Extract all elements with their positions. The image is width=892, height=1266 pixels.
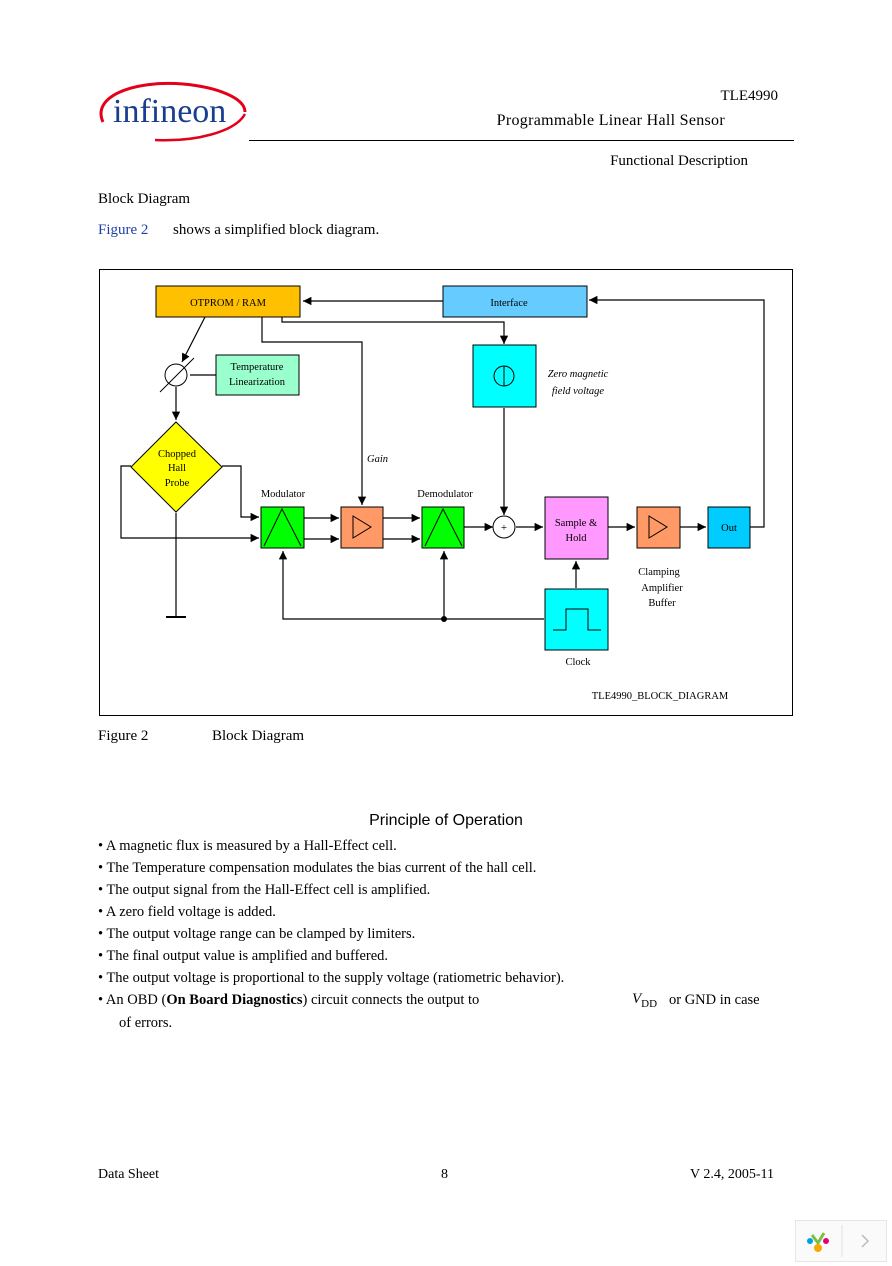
obd-post: ) circuit connects the output to bbox=[302, 992, 480, 1008]
intro-line: Figure 2 shows a simplified block diagra… bbox=[98, 222, 379, 239]
demodulator-label: Demodulator bbox=[417, 489, 473, 500]
sample-hold-block bbox=[544, 496, 609, 560]
obd-tail: or GND in case bbox=[669, 992, 760, 1008]
zero-mag-label-2: field voltage bbox=[552, 386, 605, 397]
bullet-item: • The output signal from the Hall-Effect… bbox=[98, 882, 431, 898]
figure-caption: Figure 2 Block Diagram bbox=[98, 728, 304, 745]
hall-probe-block bbox=[130, 421, 223, 513]
clock-label: Clock bbox=[565, 657, 591, 668]
clamp-label-1: Clamping bbox=[638, 567, 680, 578]
obd-pre: • An OBD ( bbox=[98, 992, 167, 1008]
clock-block bbox=[544, 588, 609, 651]
demodulator-block bbox=[421, 506, 465, 549]
sum-symbol: + bbox=[501, 522, 507, 534]
section-title: Functional Description bbox=[610, 153, 748, 169]
viewer-logo-icon bbox=[807, 1232, 829, 1252]
figure-caption-title: Block Diagram bbox=[212, 728, 305, 744]
bullet-item: • The Temperature compensation modulates… bbox=[98, 860, 537, 876]
clamp-label-3: Buffer bbox=[648, 598, 676, 609]
hall-label-2: Hall bbox=[168, 463, 186, 474]
bullet-item-obd: • An OBD (On Board Diagnostics) circuit … bbox=[98, 992, 479, 1009]
out-label: Out bbox=[721, 523, 737, 534]
obd-bold: On Board Diagnostics bbox=[166, 992, 303, 1008]
otprom-label: OTPROM / RAM bbox=[190, 298, 267, 309]
product-title: Programmable Linear Hall Sensor bbox=[496, 112, 725, 129]
viewer-nav-widget[interactable] bbox=[795, 1220, 887, 1262]
clamping-amp-block bbox=[636, 506, 681, 549]
hall-label-3: Probe bbox=[165, 478, 190, 489]
interface-label: Interface bbox=[490, 298, 528, 309]
interface-block bbox=[442, 285, 588, 318]
diagram-id-label: TLE4990_BLOCK_DIAGRAM bbox=[592, 691, 729, 702]
intro-text: shows a simplified block diagram. bbox=[173, 222, 380, 238]
bullet-item: • A zero field voltage is added. bbox=[98, 904, 276, 920]
infineon-logo: infineon bbox=[95, 78, 255, 149]
vdd-sub: DD bbox=[641, 998, 658, 1010]
bullet-item: • A magnetic flux is measured by a Hall-… bbox=[98, 838, 397, 854]
temp-lin-label-2: Linearization bbox=[229, 377, 286, 388]
gain-label: Gain bbox=[367, 454, 388, 465]
hall-label-1: Chopped bbox=[158, 449, 197, 460]
block-diagram-heading: Block Diagram bbox=[98, 191, 191, 207]
vdd-symbol: VDD bbox=[632, 991, 657, 1010]
bullet-item: • The output voltage range can be clampe… bbox=[98, 926, 416, 942]
figure-frame bbox=[99, 269, 793, 716]
amplifier-block bbox=[340, 506, 384, 549]
bullet-item: • The final output value is amplified an… bbox=[98, 948, 389, 964]
svg-text:infineon: infineon bbox=[113, 93, 226, 130]
temp-lin-label-1: Temperature bbox=[231, 362, 284, 373]
out-block bbox=[707, 506, 751, 549]
figure-2-link[interactable]: Figure 2 bbox=[98, 222, 149, 238]
bullet-item: • The output voltage is proportional to … bbox=[98, 970, 565, 986]
footer-doc-type: Data Sheet bbox=[98, 1167, 160, 1182]
modulator-block bbox=[260, 506, 305, 549]
temp-pot-icon bbox=[164, 363, 188, 387]
temp-lin-block bbox=[215, 354, 300, 396]
footer-version: V 2.4, 2005-11 bbox=[690, 1167, 774, 1182]
summing-node bbox=[492, 515, 516, 539]
sample-hold-label-1: Sample & bbox=[555, 518, 597, 529]
principle-title: Principle of Operation bbox=[369, 812, 523, 829]
otprom-block bbox=[155, 285, 301, 318]
obd-continuation: of errors. bbox=[119, 1015, 173, 1031]
zero-mag-label-1: Zero magnetic bbox=[548, 369, 609, 380]
sample-hold-label-2: Hold bbox=[566, 533, 588, 544]
figure-caption-label: Figure 2 bbox=[98, 728, 149, 744]
footer-page-number: 8 bbox=[441, 1167, 448, 1182]
part-number: TLE4990 bbox=[720, 88, 779, 104]
modulator-label: Modulator bbox=[261, 489, 306, 500]
clamp-label-2: Amplifier bbox=[641, 583, 683, 594]
vdd-v: V bbox=[632, 991, 642, 1007]
header-rule bbox=[249, 140, 794, 141]
chevron-right-icon bbox=[861, 1234, 870, 1248]
